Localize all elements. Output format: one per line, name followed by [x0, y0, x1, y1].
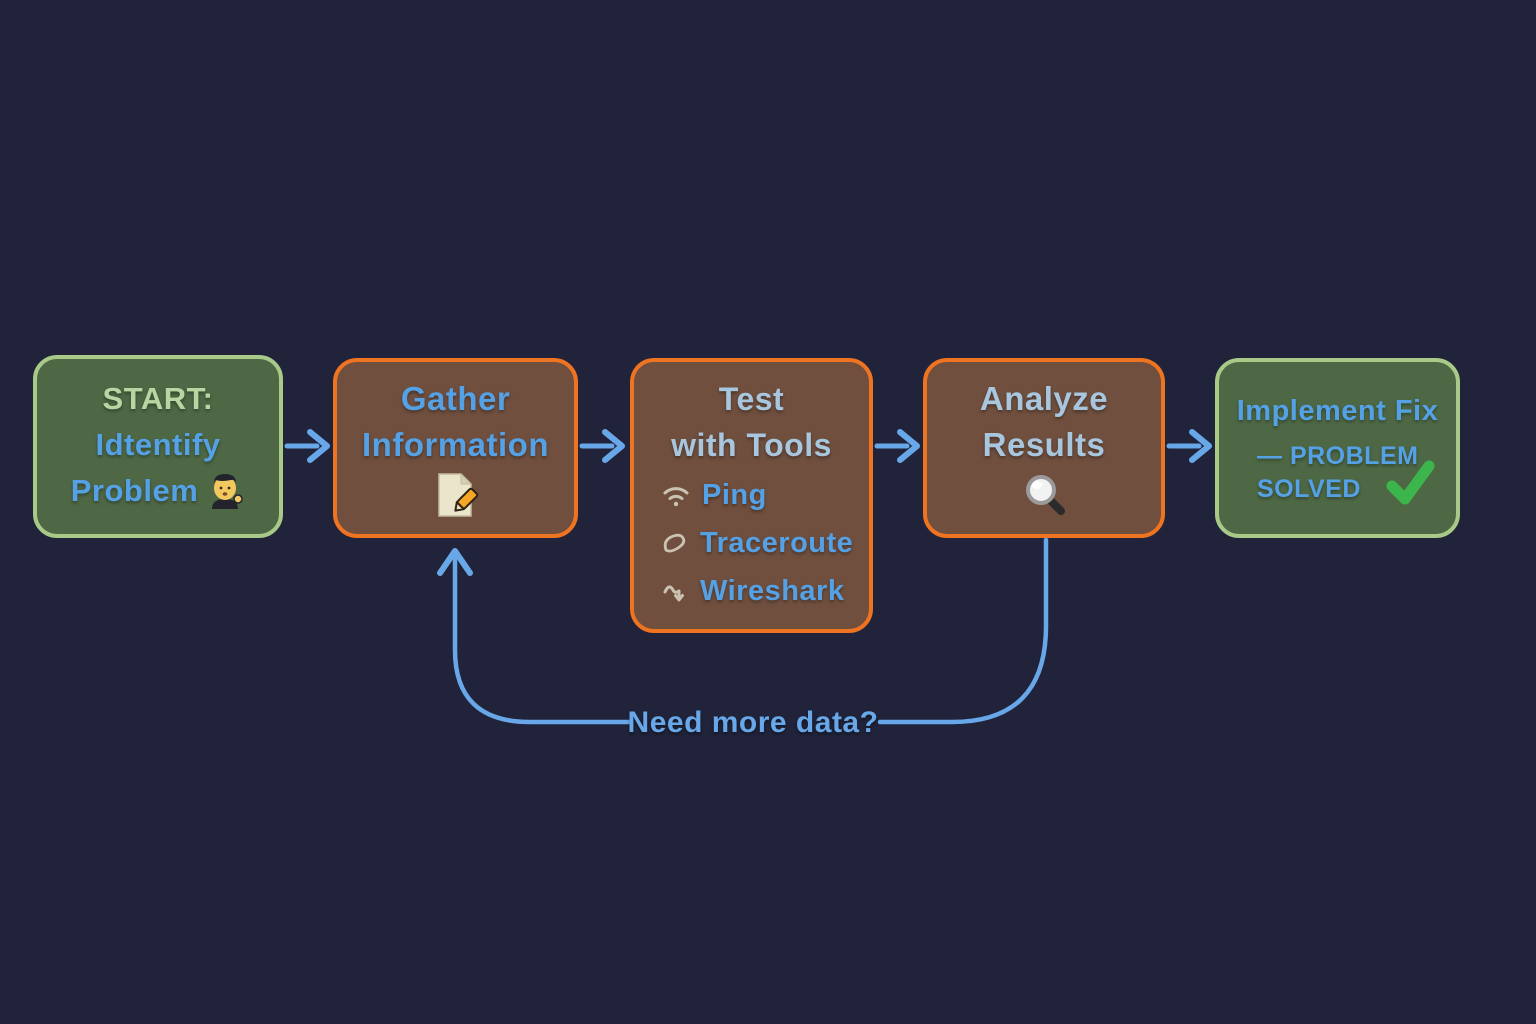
- tool-list: Ping Traceroute Wireshark: [662, 478, 869, 608]
- tool-label: Traceroute: [700, 527, 854, 559]
- node-gather-information: Gather Information: [333, 358, 578, 538]
- node-analyze-results: Analyze Results: [923, 358, 1165, 538]
- node-start-line2: Problem: [70, 473, 199, 508]
- tool-label: Ping: [702, 479, 767, 511]
- wave-down-arrow-icon: [662, 579, 688, 603]
- memo-icon: [433, 471, 479, 519]
- node-test-line1: Test: [718, 381, 785, 417]
- tool-label: Wireshark: [700, 575, 845, 607]
- check-mark-icon: [1382, 454, 1438, 515]
- loop-icon: [662, 531, 688, 555]
- node-implement-fix: Implement Fix — PROBLEM SOLVED: [1215, 358, 1460, 538]
- magnifying-glass-icon: [1020, 470, 1068, 516]
- tool-item-wireshark: Wireshark: [662, 574, 869, 608]
- node-test-with-tools: Test with Tools Ping T: [630, 358, 873, 633]
- node-gather-line2: Information: [362, 426, 549, 463]
- node-gather-line1: Gather: [400, 380, 511, 417]
- node-start-identify-problem: START: Idtentify Problem: [33, 355, 283, 538]
- node-fix-line3: SOLVED: [1257, 475, 1361, 503]
- node-test-line2: with Tools: [671, 427, 832, 463]
- person-shrugging-icon: [207, 471, 245, 511]
- tool-item-ping: Ping: [662, 478, 869, 512]
- tool-item-traceroute: Traceroute: [662, 526, 869, 560]
- feedback-loop-label: Need more data?: [627, 706, 879, 739]
- wifi-signal-icon: [662, 482, 690, 508]
- node-fix-line1: Implement Fix: [1236, 395, 1439, 427]
- node-start-title: START:: [102, 381, 214, 416]
- node-start-line1: Idtentify: [95, 427, 221, 462]
- node-fix-line2: — PROBLEM: [1257, 442, 1419, 470]
- node-analyze-line2: Results: [982, 426, 1106, 463]
- node-analyze-line1: Analyze: [979, 380, 1109, 417]
